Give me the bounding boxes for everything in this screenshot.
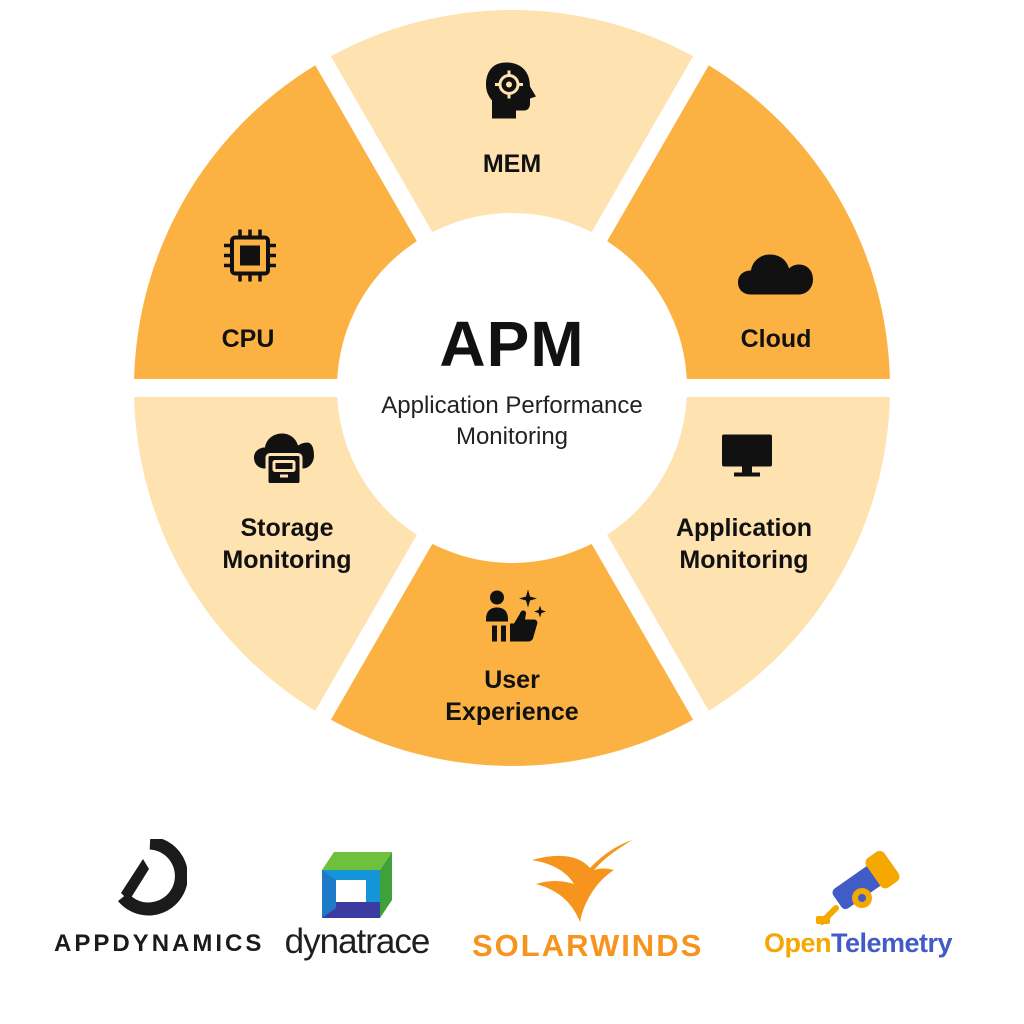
center-circle [337,213,687,563]
segment-label-user-experience: User Experience [402,664,622,728]
segment-cpu [134,65,420,380]
segment-label-line: CPU [221,325,275,353]
appdynamics-logo-text: APPDYNAMICS [54,930,265,957]
brain-head-icon [484,61,540,128]
segment-label-storage-monitoring: Storage Monitoring [177,512,397,576]
segment-label-line: MEM [482,150,542,178]
segment-label-cloud: Cloud [666,323,886,355]
segment-label-cpu: CPU [138,323,358,355]
cloud-storage-icon [253,431,315,494]
monitor-icon [720,433,774,484]
opentelemetry-logo-text-telemetry: Telemetry [830,928,953,958]
appdynamics-logo-mark [113,836,188,922]
cloud-icon [737,251,815,302]
apm-wheel [134,10,890,766]
segment-label-line: Experience [445,698,579,726]
segment-label-line: Monitoring [679,546,809,574]
center-title: APM [439,308,585,380]
center-subtitle: Application Performance Monitoring [342,390,682,452]
dynatrace-logo-mark [320,848,394,925]
segment-label-mem: MEM [402,148,622,180]
segment-label-line: Monitoring [222,546,352,574]
segment-label-application-monitoring: Application Monitoring [634,512,854,576]
segment-mem [330,10,694,237]
opentelemetry-logo-text-open: Open [763,928,832,958]
segment-label-line: Cloud [740,325,812,353]
user-thumbs-up-icon [484,586,548,651]
segment-storage-monitoring [134,396,420,711]
center-subtitle-line1: Application Performance [381,392,643,419]
segment-label-line: User [484,666,540,694]
opentelemetry-logo-mark [812,842,908,933]
segment-user-experience [330,539,694,766]
segment-label-line: Storage [240,514,334,542]
solarwinds-logo-mark [528,838,634,929]
segment-application-monitoring [604,396,890,711]
center-subtitle-line2: Monitoring [455,423,569,450]
cpu-chip-icon [222,228,278,289]
solarwinds-logo-text: SOLARWINDS [472,928,704,963]
segment-cloud [604,65,890,380]
segment-label-line: Application [675,514,813,542]
opentelemetry-logo-text: OpenTelemetry [756,928,960,959]
dynatrace-logo-text: dynatrace [284,922,431,961]
